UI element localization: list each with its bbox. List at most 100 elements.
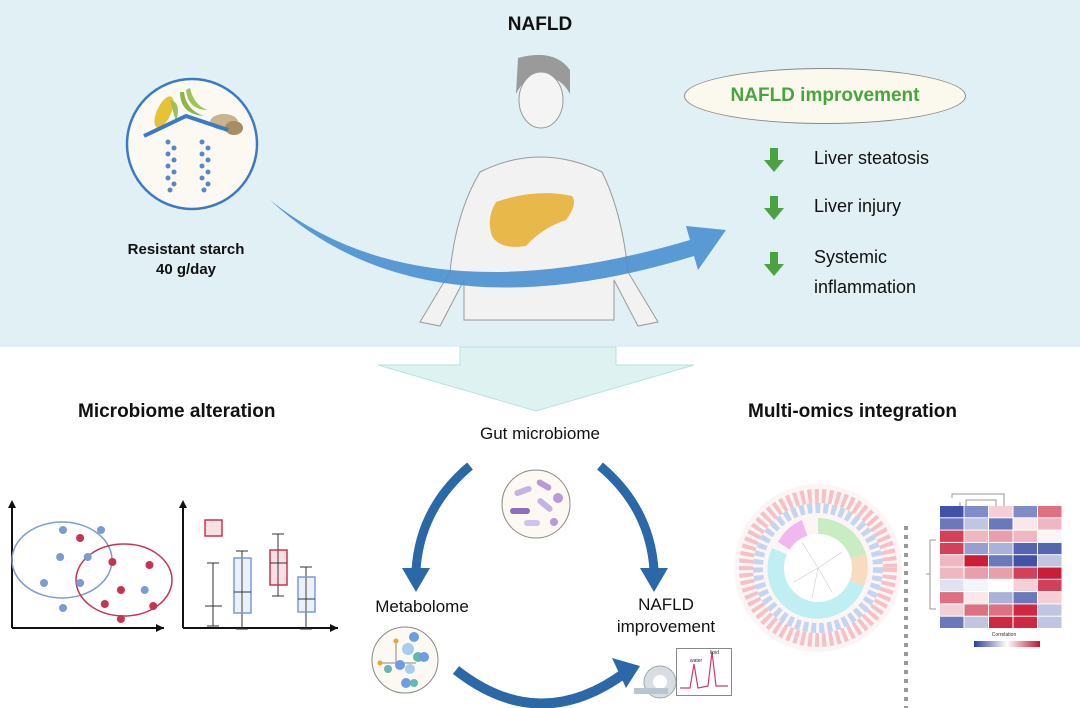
heatmap-cell xyxy=(1038,567,1062,579)
heatmap-cell xyxy=(1038,506,1062,518)
dashed-divider xyxy=(904,526,908,708)
heatmap-cell xyxy=(964,579,988,592)
heatmap-cell xyxy=(964,518,988,530)
heatmap-cell xyxy=(1013,579,1037,592)
mri-scanner-icon xyxy=(634,665,677,699)
resistant-starch-label: Resistant starch 40 g/day xyxy=(96,240,276,280)
metabolome-illustration xyxy=(371,626,439,694)
heatmap-cell xyxy=(1013,616,1037,628)
banana-icon xyxy=(180,88,208,116)
box-plot-box xyxy=(297,566,316,630)
outcome-title: NAFLD improvement xyxy=(730,85,920,106)
scatter-point xyxy=(100,600,109,608)
effect-label: Liver injury xyxy=(814,196,902,216)
effect-liver-steatosis: Liver steatosis xyxy=(764,148,929,172)
heatmap-cell xyxy=(989,542,1013,555)
nafld-improvement-oval: NAFLD improvement xyxy=(684,68,966,124)
corn-icon xyxy=(154,96,178,128)
heatmap-cell xyxy=(940,604,964,616)
starch-chain-icon xyxy=(165,139,211,193)
rs-line1: Resistant starch xyxy=(127,241,245,258)
down-arrow-icon xyxy=(764,148,784,172)
gut-microbiome-label: Gut microbiome xyxy=(480,424,600,443)
scatter-point xyxy=(116,586,125,594)
heatmap-cell xyxy=(1013,555,1037,567)
heatmap-cell xyxy=(1038,518,1062,530)
heatmap-cell xyxy=(940,542,964,555)
heatmap-cell xyxy=(989,579,1013,592)
box-plot-box xyxy=(269,533,288,597)
heatmap-cell xyxy=(989,567,1013,579)
box-plot xyxy=(179,500,338,632)
box-plot-box xyxy=(233,550,252,630)
scatter-point xyxy=(40,579,48,587)
scatter-point xyxy=(149,602,158,610)
metabolome-label: Metabolome xyxy=(375,597,469,616)
heatmap-cell xyxy=(964,616,988,628)
heatmap-cell xyxy=(1038,616,1062,628)
heatmap-cell xyxy=(989,604,1013,616)
heatmap-cell xyxy=(964,506,988,518)
flow-arrow-icon xyxy=(270,200,726,288)
resistant-starch-illustration xyxy=(125,77,259,211)
heatmap-cell xyxy=(1013,518,1037,530)
heatmap-cell xyxy=(1038,542,1062,555)
microbiome-alteration-title: Microbiome alteration xyxy=(78,401,276,422)
scatter-point xyxy=(83,553,92,561)
heatmap-cell xyxy=(989,530,1013,542)
mrs-spectrum-chart: water lipid xyxy=(676,648,732,696)
heatmap-colorbar xyxy=(974,641,1040,647)
scatter-point xyxy=(145,561,154,569)
scatter-point xyxy=(59,604,67,612)
heatmap-cell xyxy=(964,604,988,616)
heatmap-cell xyxy=(989,506,1013,518)
cycle-right-line1: NAFLD xyxy=(638,595,694,614)
scatter-point xyxy=(76,534,85,542)
scatter-point xyxy=(56,553,65,561)
heatmap-cell xyxy=(964,530,988,542)
heatmap-cell xyxy=(989,518,1013,530)
heatmap-cell xyxy=(964,542,988,555)
arrow-metabolome-to-nafld xyxy=(452,666,629,708)
heatmap-cell xyxy=(940,530,964,542)
heatmap-cell xyxy=(1013,506,1037,518)
cycle-arrows xyxy=(402,462,668,708)
effect-liver-injury: Liver injury xyxy=(764,196,901,220)
heatmap-cell xyxy=(940,592,964,604)
scatter-point xyxy=(76,579,85,587)
heatmap-cell xyxy=(1038,592,1062,604)
multi-omics-title: Multi-omics integration xyxy=(748,401,957,422)
heatmap-cell xyxy=(1013,530,1037,542)
arrow-microbiome-to-metabolome xyxy=(411,462,473,571)
heatmap-cell xyxy=(1038,604,1062,616)
effect-label-line1: Systemic xyxy=(814,247,888,267)
down-arrow-icon xyxy=(764,196,784,220)
microbe-illustration xyxy=(501,469,571,539)
correlation-heatmap: Correlation xyxy=(926,493,1062,647)
heatmap-cell xyxy=(940,579,964,592)
heatmap-cell xyxy=(989,616,1013,628)
scatter-point xyxy=(59,526,67,534)
heatmap-cell xyxy=(1038,555,1062,567)
heatmap-cell xyxy=(964,567,988,579)
heatmap-legend-label: Correlation xyxy=(992,632,1017,638)
effect-label: Systemic inflammation xyxy=(814,242,916,302)
heatmap-cell xyxy=(1038,579,1062,592)
spectrum-label-water: water xyxy=(690,658,703,664)
effect-label: Liver steatosis xyxy=(814,148,930,168)
nafld-title: NAFLD xyxy=(507,14,573,35)
heatmap-cell xyxy=(1038,530,1062,542)
liver-icon xyxy=(489,193,574,247)
heatmap-cell xyxy=(1013,567,1037,579)
heatmap-cell xyxy=(940,616,964,628)
heatmap-cell xyxy=(964,592,988,604)
heatmap-cell xyxy=(989,555,1013,567)
heatmap-cell xyxy=(989,592,1013,604)
heatmap-cell xyxy=(940,506,964,518)
scatter-point xyxy=(140,586,149,594)
scatter-point xyxy=(97,526,105,534)
down-arrow-icon xyxy=(764,252,784,276)
box-plot-box xyxy=(204,519,223,627)
circular-phylogenetic-tree xyxy=(734,484,902,652)
spectrum-label-lipid: lipid xyxy=(710,650,719,656)
